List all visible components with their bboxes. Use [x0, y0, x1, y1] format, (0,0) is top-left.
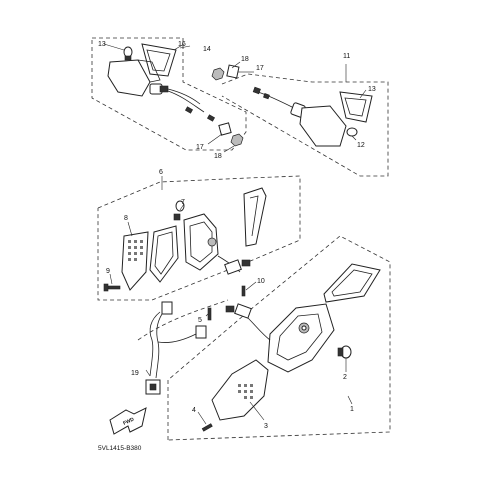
callout-9: 9: [106, 268, 110, 275]
leader-lines: [103, 43, 367, 425]
callout-19: 19: [131, 370, 139, 377]
flasher-housing-right[interactable]: [267, 303, 335, 373]
plate-17-lower[interactable]: [218, 122, 232, 136]
callout-8: 8: [124, 215, 128, 222]
connector-front-right[interactable]: [234, 303, 252, 319]
screw-10[interactable]: [241, 285, 246, 297]
fwd-label: FWD: [122, 416, 135, 426]
callout-17-upper: 17: [256, 65, 264, 72]
screw-9[interactable]: [107, 285, 121, 290]
callout-13: 13: [368, 86, 376, 93]
callout-18-lower: 18: [214, 153, 222, 160]
flasher-housing-left[interactable]: [183, 213, 219, 271]
flasher-assembly-right-group: [211, 64, 389, 177]
callout-2: 2: [343, 374, 347, 381]
callout-11: 11: [343, 53, 350, 60]
flasher-assembly-left-group: [91, 37, 247, 151]
screw-5[interactable]: [207, 307, 212, 321]
lens-grid-8: [128, 240, 143, 261]
group-outline-1: [167, 235, 391, 441]
callout-14: 14: [203, 46, 211, 53]
bulb-12[interactable]: [346, 127, 358, 137]
diagram-code: 5VL1415-B380: [98, 445, 142, 452]
flasher-lens-13[interactable]: [339, 91, 373, 123]
callout-15: 13: [98, 41, 106, 48]
callout-7: 7: [181, 199, 185, 206]
screw-4[interactable]: [201, 423, 213, 432]
flasher-lens-16[interactable]: [141, 43, 177, 77]
flasher-gasket-right[interactable]: [323, 263, 381, 303]
front-flasher-right-group: [167, 235, 391, 441]
callout-labels: 13 16 14 18 17 11 13 12 17 18 6 7 8 9 10…: [98, 41, 376, 430]
lens-grid-3: [238, 384, 253, 399]
callout-10: 10: [257, 278, 265, 285]
callout-4: 4: [192, 407, 196, 414]
flasher-body-right[interactable]: [299, 105, 347, 147]
bulb-15[interactable]: [123, 46, 133, 58]
callout-12: 12: [357, 142, 365, 149]
connector-front-left[interactable]: [224, 259, 242, 275]
callout-5: 5: [198, 317, 202, 324]
flasher-body-left[interactable]: [107, 59, 151, 97]
callout-17-lower: 17: [196, 144, 204, 151]
fwd-arrow-icon: FWD: [109, 407, 147, 435]
callout-3: 3: [264, 423, 268, 430]
callout-1: 1: [350, 406, 354, 413]
flasher-wire-right: [257, 91, 295, 109]
wire-harness-19[interactable]: [137, 299, 229, 395]
nut-18-lower[interactable]: [230, 133, 244, 147]
group-outline-14: [91, 37, 247, 151]
nut-18-upper[interactable]: [211, 67, 225, 81]
bulb-7[interactable]: [175, 200, 185, 212]
callout-16: 16: [178, 41, 186, 48]
flasher-wire-left: [167, 88, 205, 113]
callout-6: 6: [159, 169, 163, 176]
bulb-socket-7[interactable]: [173, 213, 181, 221]
group-outline-11: [221, 73, 389, 177]
callout-18-upper: 18: [241, 56, 249, 63]
front-flasher-left-group: [97, 175, 301, 301]
